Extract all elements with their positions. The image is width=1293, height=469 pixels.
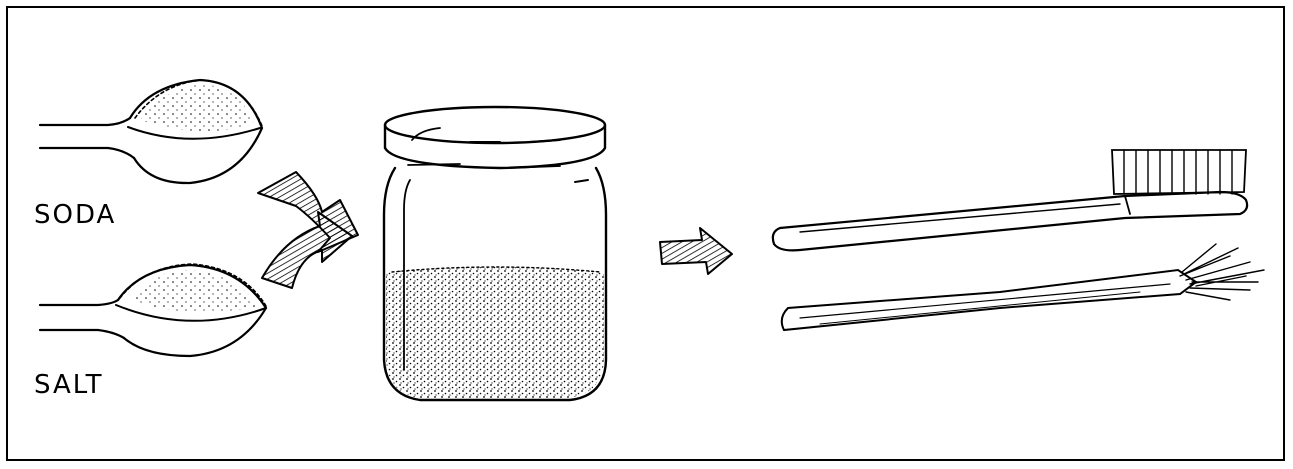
merge-arrow xyxy=(258,172,358,288)
result-arrow xyxy=(660,228,732,274)
soda-spoon xyxy=(40,80,262,183)
chew-stick xyxy=(782,244,1264,330)
jar xyxy=(384,107,606,400)
salt-spoon xyxy=(40,264,266,356)
salt-label: SALT xyxy=(34,370,104,400)
soda-label: SODA xyxy=(34,200,116,230)
toothbrush xyxy=(773,150,1247,250)
